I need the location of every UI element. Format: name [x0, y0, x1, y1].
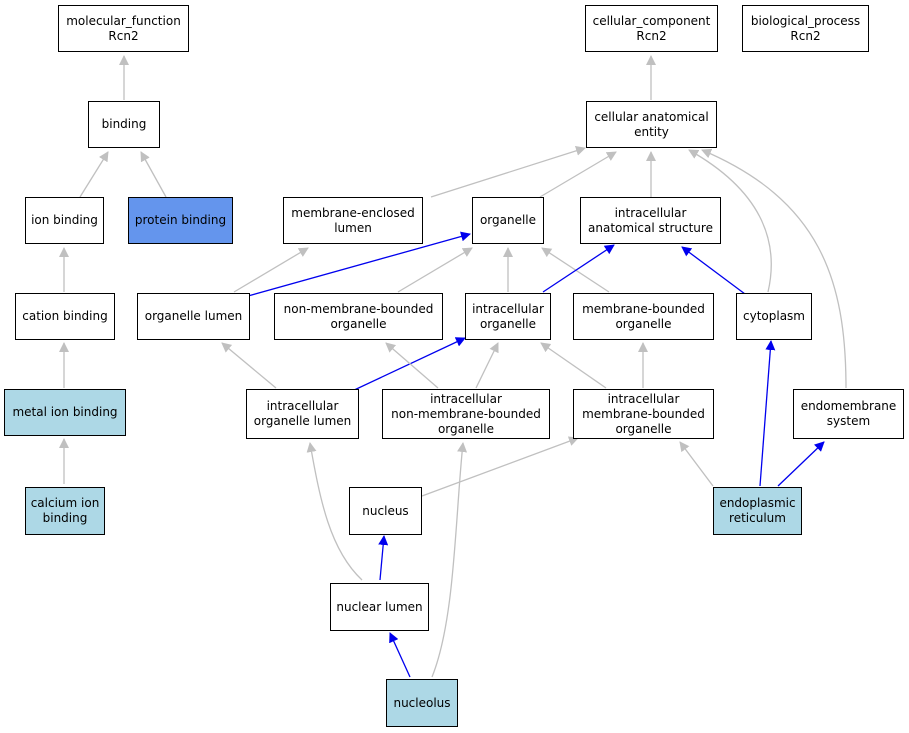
edge-endoplasmic-reticulum-to-intracellular-membrane-bounded-organelle	[679, 441, 714, 487]
node-ion-binding[interactable]: ion binding	[25, 197, 104, 244]
node-label: Rcn2	[108, 28, 139, 43]
node-cellular-anatomical-entity[interactable]: cellular anatomical entity	[586, 101, 717, 148]
node-label: ion binding	[31, 213, 98, 227]
node-endoplasmic-reticulum[interactable]: endoplasmic reticulum	[713, 487, 802, 535]
node-cation-binding[interactable]: cation binding	[15, 293, 115, 340]
node-label: molecular_function	[66, 13, 181, 28]
edge-intracellular-organelle-lumen-to-organelle-lumen	[221, 342, 277, 389]
edge-nucleolus-to-intracellular-non-membrane-bounded-organelle	[431, 442, 468, 678]
node-calcium-ion-binding[interactable]: calcium ion binding	[25, 487, 105, 535]
node-label: nuclear lumen	[336, 599, 423, 614]
edge-organelle-lumen-to-organelle	[247, 231, 471, 297]
node-label: cation binding	[22, 309, 108, 323]
node-label: organelle	[615, 421, 672, 436]
edge-cytoplasm-to-cellular-anatomical-entity	[688, 149, 772, 293]
node-molecular-function[interactable]: molecular_function Rcn2	[58, 5, 189, 52]
edge-endoplasmic-reticulum-to-cytoplasm	[759, 340, 776, 487]
edge-intracellular-organelle-to-intracellular-anatomical-structure	[542, 244, 615, 293]
edge-organelle-lumen-to-membrane-enclosed-lumen	[233, 247, 309, 293]
edge-intracellular-membrane-bounded-organelle-to-intracellular-organelle	[540, 342, 607, 389]
node-label: Rcn2	[790, 28, 821, 43]
node-label: lumen	[334, 220, 372, 235]
node-label: intracellular	[607, 391, 680, 406]
node-label: binding	[42, 511, 88, 525]
node-organelle-lumen[interactable]: organelle lumen	[137, 293, 250, 340]
node-label: organelle	[615, 316, 672, 331]
edge-endoplasmic-reticulum-to-endomembrane-system	[777, 441, 825, 487]
node-intracellular-organelle-lumen[interactable]: intracellular organelle lumen	[246, 389, 359, 439]
edge-ion-binding-to-binding	[79, 151, 109, 198]
node-biological-process[interactable]: biological_process Rcn2	[742, 5, 869, 52]
node-label: endomembrane	[800, 399, 897, 413]
edge-organelle-to-cellular-anatomical-entity	[539, 151, 617, 198]
node-nucleus[interactable]: nucleus	[349, 487, 422, 535]
node-organelle[interactable]: organelle	[472, 197, 544, 244]
node-label: metal ion binding	[12, 405, 118, 419]
node-cellular-component[interactable]: cellular_component Rcn2	[585, 5, 718, 52]
node-metal-ion-binding[interactable]: metal ion binding	[4, 389, 126, 436]
node-label: organelle	[330, 316, 387, 331]
node-intracellular-anatomical-structure[interactable]: intracellular anatomical structure	[580, 197, 721, 244]
node-label: membrane-bounded	[582, 406, 705, 421]
node-label: organelle	[437, 421, 495, 436]
node-label: reticulum	[729, 511, 786, 525]
edge-intracellular-non-membrane-bounded-organelle-to-intracellular-organelle	[475, 342, 499, 389]
node-label: non-membrane-bounded	[391, 406, 541, 421]
node-label: cellular_component	[592, 13, 711, 28]
node-label: endoplasmic	[719, 496, 796, 510]
node-label: nucleus	[362, 503, 409, 518]
node-label: membrane-enclosed	[291, 205, 415, 220]
node-label: organelle lumen	[144, 309, 243, 323]
node-label: membrane-bounded	[582, 301, 705, 316]
node-label: entity	[634, 124, 669, 139]
node-intracellular-membrane-bounded-organelle[interactable]: intracellular membrane-bounded organelle	[573, 389, 714, 439]
node-label: nucleolus	[393, 695, 451, 710]
node-label: Rcn2	[636, 28, 667, 43]
edge-intracellular-organelle-lumen-to-intracellular-organelle	[349, 337, 466, 393]
node-protein-binding[interactable]: protein binding	[128, 197, 233, 244]
node-label: calcium ion	[30, 496, 100, 510]
edge-cytoplasm-to-intracellular-anatomical-structure	[681, 246, 746, 295]
node-intracellular-organelle[interactable]: intracellular organelle	[465, 293, 551, 340]
node-binding[interactable]: binding	[88, 101, 160, 148]
node-label: cellular anatomical	[594, 109, 709, 124]
node-label: cytoplasm	[743, 309, 805, 323]
node-nucleolus[interactable]: nucleolus	[386, 679, 458, 727]
edge-nucleus-to-intracellular-membrane-bounded-organelle	[421, 436, 579, 497]
node-non-membrane-bounded-organelle[interactable]: non-membrane-bounded organelle	[274, 293, 443, 340]
node-label: binding	[101, 117, 147, 131]
node-label: biological_process	[750, 13, 861, 28]
edge-membrane-enclosed-lumen-to-cellular-anatomical-entity	[430, 145, 586, 198]
node-membrane-enclosed-lumen[interactable]: membrane-enclosed lumen	[283, 197, 423, 244]
node-label: intracellular	[266, 399, 339, 413]
node-membrane-bounded-organelle[interactable]: membrane-bounded organelle	[573, 293, 714, 340]
node-nuclear-lumen[interactable]: nuclear lumen	[330, 583, 429, 631]
node-label: organelle	[479, 316, 537, 331]
node-label: protein binding	[134, 213, 227, 227]
node-label: intracellular	[472, 301, 544, 316]
node-label: non-membrane-bounded	[283, 301, 434, 316]
node-intracellular-non-membrane-bounded-organelle[interactable]: intracellular non-membrane-bounded organ…	[382, 389, 550, 439]
edge-non-membrane-bounded-organelle-to-organelle	[397, 247, 473, 293]
edge-nucleolus-to-nuclear-lumen	[389, 632, 411, 678]
node-label: organelle	[479, 213, 537, 227]
edge-protein-binding-to-binding	[140, 151, 167, 198]
node-endomembrane-system[interactable]: endomembrane system	[793, 389, 904, 439]
edge-endomembrane-system-to-cellular-anatomical-entity	[701, 148, 847, 389]
node-label: intracellular	[430, 391, 502, 406]
node-label: system	[826, 414, 871, 428]
edge-intracellular-non-membrane-bounded-organelle-to-non-membrane-bounded-organelle	[385, 342, 439, 389]
node-label: organelle lumen	[253, 414, 352, 428]
node-label: anatomical structure	[588, 220, 713, 235]
node-cytoplasm[interactable]: cytoplasm	[736, 293, 812, 340]
node-label: intracellular	[614, 205, 687, 220]
edge-nuclear-lumen-to-nucleus	[378, 535, 389, 581]
edge-nuclear-lumen-to-intracellular-organelle-lumen	[306, 442, 363, 581]
